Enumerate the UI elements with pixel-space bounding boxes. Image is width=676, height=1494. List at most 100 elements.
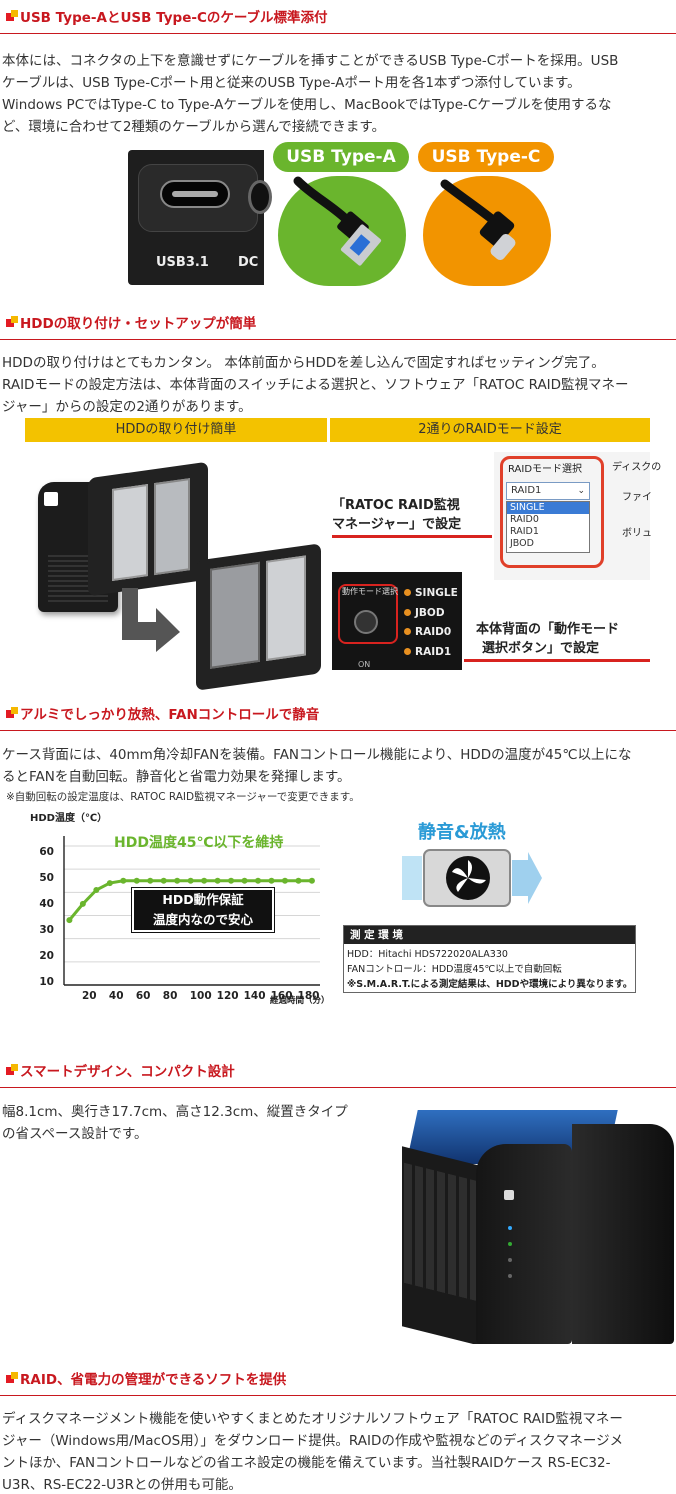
- data-point: [268, 877, 275, 884]
- fan-description: ケース背面には、40mm角冷却FANを装備。FANコントロール機能により、HDD…: [2, 747, 632, 785]
- data-point: [295, 877, 302, 884]
- data-point: [214, 877, 221, 884]
- data-point: [147, 877, 154, 884]
- data-point: [120, 877, 127, 884]
- section-heading-fan: アルミでしっかり放熱、FANコントロールで静音: [0, 697, 676, 731]
- raid-mode-select[interactable]: RAID1 ⌄: [506, 482, 590, 500]
- data-point: [133, 877, 140, 884]
- led-icon: [404, 647, 411, 655]
- usb-type-c-badge: USB Type-C: [418, 142, 554, 172]
- port-label-dc: DC: [238, 255, 259, 270]
- measurement-env-table: 測 定 環 境: [343, 925, 636, 993]
- design-description: 幅8.1cm、奥行き17.7cm、高さ12.3cm、縦置きタイプ の省スペース設…: [2, 1104, 348, 1142]
- section-title: スマートデザイン、コンパクト設計: [20, 1064, 235, 1080]
- enclosure-open-icon: [88, 461, 208, 597]
- option-single[interactable]: SINGLE: [507, 502, 589, 514]
- usb-type-a-cable-image: [278, 176, 406, 286]
- y-tick: 60: [39, 846, 54, 858]
- section-title: RAID、省電力の管理ができるソフトを提供: [20, 1372, 287, 1388]
- section-title: HDDの取り付け・セットアップが簡単: [20, 316, 257, 332]
- x-tick: 80: [162, 990, 178, 1002]
- env-row: FANコントロール：HDD温度45℃以上で自動回転: [347, 964, 562, 975]
- section-title: アルミでしっかり放熱、FANコントロールで静音: [20, 707, 320, 723]
- hdd-description: HDDの取り付けはとてもカンタン。 本体前面からHDDを差し込んで固定すればセッ…: [2, 355, 629, 415]
- data-point: [228, 877, 235, 884]
- x-tick: 100: [189, 990, 212, 1002]
- y-tick: 10: [39, 976, 54, 988]
- logo-icon: [504, 1190, 514, 1200]
- x-tick: 140: [243, 990, 266, 1002]
- fan-note: ※自動回転の設定温度は、RATOC RAID監視マネージャーで変更できます。: [6, 791, 360, 803]
- data-point: [241, 877, 248, 884]
- usb-type-a-badge: USB Type-A: [273, 142, 409, 172]
- chart-xlabel: 経過時間（分）: [270, 996, 330, 1006]
- chevron-down-icon: ⌄: [577, 486, 585, 496]
- chart-ylabel: HDD温度（℃）: [30, 813, 108, 824]
- option-raid0[interactable]: RAID0: [510, 514, 539, 525]
- data-point: [106, 880, 113, 887]
- hdd-install-bar: HDDの取り付け簡単: [25, 418, 327, 442]
- usb-type-c-cable-image: [423, 176, 551, 286]
- data-point: [174, 877, 181, 884]
- option-raid1[interactable]: RAID1: [510, 526, 539, 537]
- y-tick: 50: [39, 872, 54, 884]
- fan-illustration: [402, 846, 542, 910]
- raid-mode-options: SINGLE RAID0 RAID1 JBOD: [506, 501, 590, 553]
- x-tick: 60: [135, 990, 151, 1002]
- env-row: HDD：Hitachi HDS722020ALA330: [347, 949, 508, 960]
- x-tick: 180: [297, 990, 320, 1002]
- usb-port-photo: USB3.1 DC: [128, 150, 272, 285]
- mode-button-icon: [354, 610, 378, 634]
- product-photo: [402, 1104, 674, 1344]
- silent-badge: 静音&放熱: [418, 822, 506, 843]
- data-point: [79, 900, 86, 907]
- chart-annotation-top: HDD温度45℃以下を維持: [114, 835, 284, 851]
- led-icon: [404, 608, 411, 616]
- dc-jack-icon: [248, 180, 272, 214]
- raid-description: ディスクマネージメント機能を使いやすくまとめたオリジナルソフトウェア「RATOC…: [2, 1411, 624, 1493]
- switch-callout: 本体背面の「動作モード 選択ボタン」で設定: [464, 618, 650, 662]
- raid-mode-bar: 2通りのRAIDモード設定: [330, 418, 650, 442]
- heading-bullet-icon: [6, 1064, 18, 1076]
- section-heading-usb: USB Type-AとUSB Type-Cのケーブル標準添付: [0, 0, 676, 34]
- data-point: [201, 877, 208, 884]
- y-tick: 30: [39, 924, 54, 936]
- heading-bullet-icon: [6, 707, 18, 719]
- y-tick: 20: [39, 950, 54, 962]
- usb-description: 本体には、コネクタの上下を意識せずにケーブルを挿すことができるUSB Type-…: [2, 53, 619, 135]
- led-icon: [404, 589, 411, 596]
- enclosure-body-icon: [572, 1124, 674, 1344]
- temperature-chart: HDD温度（℃） 60 50 40 30 20 10 0 HDD温度45℃以下を…: [18, 806, 330, 1006]
- data-point: [160, 877, 167, 884]
- heading-bullet-icon: [6, 1372, 18, 1384]
- enclosure-side-icon: [476, 1144, 572, 1344]
- port-label: USB3.1: [156, 255, 209, 270]
- option-jbod[interactable]: JBOD: [510, 538, 534, 549]
- y-tick: 40: [39, 898, 54, 910]
- data-point: [66, 917, 73, 924]
- data-point: [308, 877, 315, 884]
- chart-annotation-box: HDD動作保証 温度内なので安心: [131, 887, 275, 933]
- heading-bullet-icon: [6, 316, 18, 328]
- data-point: [187, 877, 194, 884]
- section-heading-design: スマートデザイン、コンパクト設計: [0, 1054, 676, 1088]
- x-tick: 40: [108, 990, 124, 1002]
- section-heading-hdd: HDDの取り付け・セットアップが簡単: [0, 306, 676, 340]
- software-callout: 「RATOC RAID監視 マネージャー」で設定: [332, 494, 492, 538]
- x-tick: 160: [270, 990, 293, 1002]
- arrow-right-icon: [122, 588, 180, 652]
- x-tick: 120: [216, 990, 239, 1002]
- heading-bullet-icon: [6, 10, 18, 22]
- enclosure-with-drive-icon: [196, 543, 321, 691]
- env-row: ※S.M.A.R.T.による測定結果は、HDDや環境により異なります。: [347, 979, 633, 990]
- led-icon: [404, 628, 411, 635]
- section-heading-raid: RAID、省電力の管理ができるソフトを提供: [0, 1362, 676, 1396]
- x-tick: 20: [81, 990, 97, 1002]
- raid-dialog-screenshot: RAIDモード選択 ディスクの ファイ ボリュ RAID1 ⌄ SINGLE R…: [494, 452, 661, 580]
- chart-plot: [63, 836, 320, 986]
- data-point: [255, 877, 262, 884]
- usb-c-port-icon: [160, 180, 230, 208]
- data-point: [281, 877, 288, 884]
- hdd-install-illustration: [36, 461, 326, 694]
- mode-switch-photo: 動作モード選択 SINGLE JBOD RAID0 RAID1 ON: [332, 572, 462, 670]
